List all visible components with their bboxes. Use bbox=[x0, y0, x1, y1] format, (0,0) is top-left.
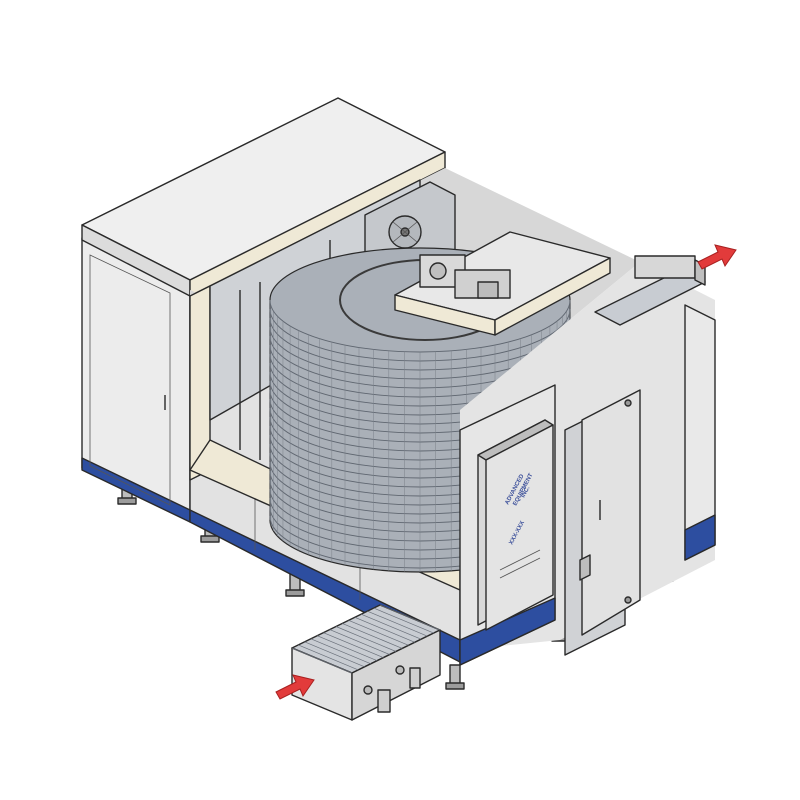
inlet-mesh-line bbox=[348, 620, 409, 646]
inlet-mesh-line bbox=[310, 638, 371, 665]
inlet-mesh-line bbox=[342, 623, 403, 649]
inlet-mesh-line bbox=[379, 604, 441, 631]
inlet-mesh-line bbox=[298, 644, 359, 671]
inlet-mesh-line bbox=[354, 616, 415, 643]
inlet-mesh-line bbox=[361, 613, 422, 640]
inlet-mesh-line bbox=[323, 632, 384, 658]
spiral-tier bbox=[269, 299, 571, 353]
inlet-arrow-icon bbox=[275, 674, 315, 700]
roof-panel bbox=[81, 97, 446, 297]
inlet-mesh-line bbox=[373, 607, 434, 634]
inlet-mesh-line bbox=[304, 641, 365, 668]
inlet-mesh-line bbox=[329, 629, 390, 655]
inlet-mesh-line bbox=[317, 635, 378, 662]
control-panel: ADVANCED EQUIPMENT INC. XXX-XXX bbox=[477, 419, 554, 631]
inlet-mesh-line bbox=[291, 647, 353, 674]
inlet-conveyor bbox=[291, 604, 441, 721]
drive-motor-unit bbox=[394, 231, 611, 336]
inlet-mesh-line bbox=[367, 610, 428, 637]
control-panel-label-line-3: INC. bbox=[520, 485, 531, 499]
outlet-arrow-icon bbox=[697, 244, 737, 270]
access-door bbox=[564, 389, 641, 656]
inlet-mesh-line bbox=[335, 626, 397, 652]
